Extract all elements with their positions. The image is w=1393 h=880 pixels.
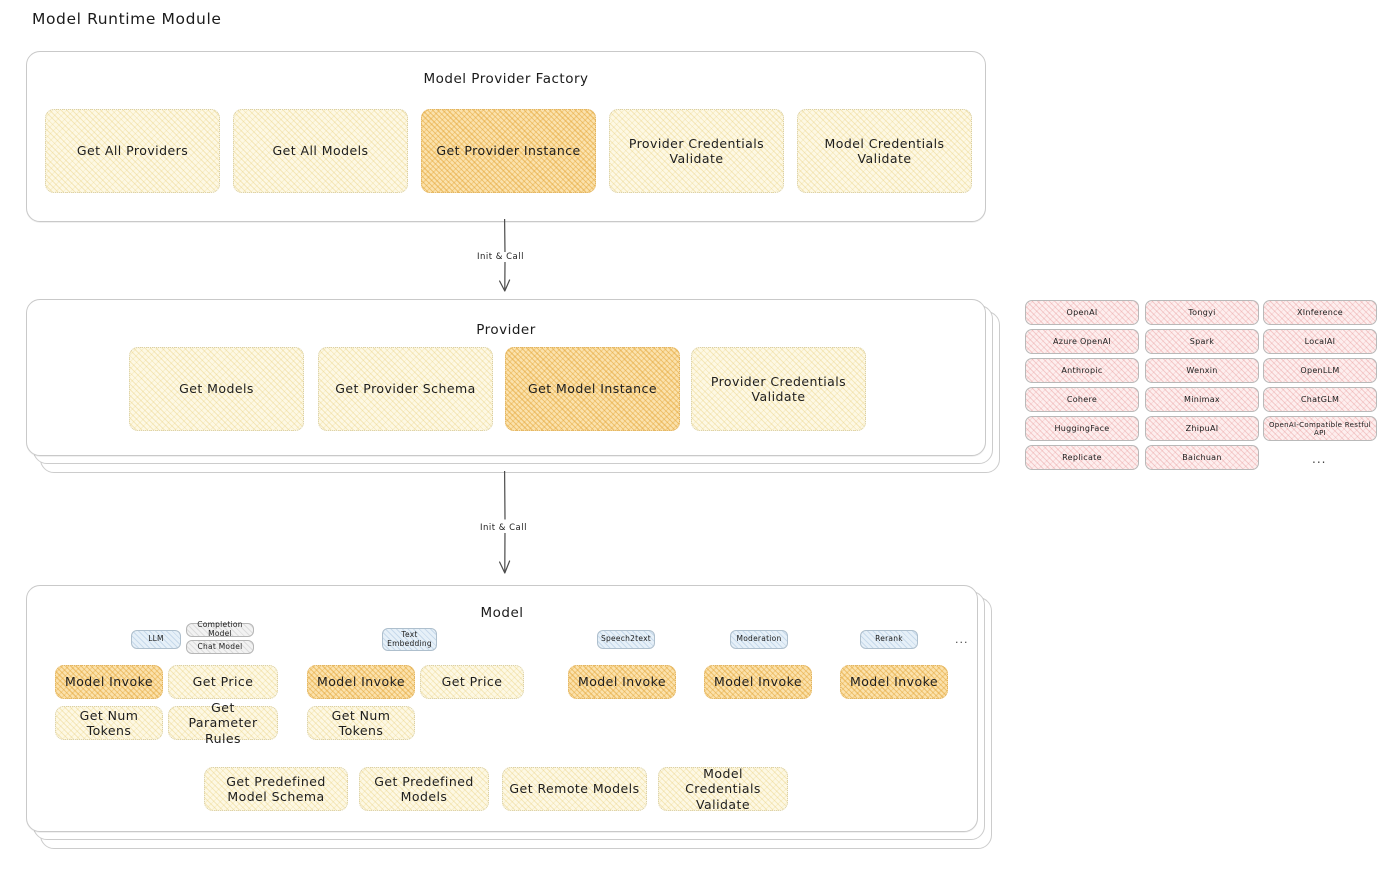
model-method-llm-model-invoke[interactable]: Model Invoke <box>55 665 163 699</box>
provider-pill-baichuan[interactable]: Baichuan <box>1145 445 1259 470</box>
factory-box-model-credentials-validate[interactable]: Model Credentials Validate <box>797 109 972 193</box>
model-type-tag-llm[interactable]: LLM <box>131 630 181 649</box>
provider-pill-replicate[interactable]: Replicate <box>1025 445 1139 470</box>
factory-box-get-provider-instance[interactable]: Get Provider Instance <box>421 109 596 193</box>
model-method-moderation-model-invoke[interactable]: Model Invoke <box>704 665 812 699</box>
model-subtag-chat-model[interactable]: Chat Model <box>186 640 254 654</box>
provider-box-get-model-instance[interactable]: Get Model Instance <box>505 347 680 431</box>
model-method-embedding-get-num-tokens[interactable]: Get Num Tokens <box>307 706 415 740</box>
arrow-factory-to-provider <box>499 219 511 292</box>
provider-box-get-models[interactable]: Get Models <box>129 347 304 431</box>
model-method-rerank-model-invoke[interactable]: Model Invoke <box>840 665 948 699</box>
factory-box-provider-credentials-validate[interactable]: Provider Credentials Validate <box>609 109 784 193</box>
arrow-label-init-and-call-1: Init & Call <box>474 252 527 262</box>
panel-provider: Provider Get Models Get Provider Schema … <box>26 299 986 456</box>
provider-pill-minimax[interactable]: Minimax <box>1145 387 1259 412</box>
provider-pill-openai[interactable]: OpenAI <box>1025 300 1139 325</box>
model-common-get-remote-models[interactable]: Get Remote Models <box>502 767 647 811</box>
provider-pill-openllm[interactable]: OpenLLM <box>1263 358 1377 383</box>
provider-pill-cohere[interactable]: Cohere <box>1025 387 1139 412</box>
provider-pill-wenxin[interactable]: Wenxin <box>1145 358 1259 383</box>
provider-pill-spark[interactable]: Spark <box>1145 329 1259 354</box>
model-common-get-predefined-model-schema[interactable]: Get Predefined Model Schema <box>204 767 348 811</box>
provider-pill-chatglm[interactable]: ChatGLM <box>1263 387 1377 412</box>
provider-pill-azure-openai[interactable]: Azure OpenAI <box>1025 329 1139 354</box>
model-type-tag-rerank[interactable]: Rerank <box>860 630 918 649</box>
model-method-embedding-model-invoke[interactable]: Model Invoke <box>307 665 415 699</box>
provider-pill-anthropic[interactable]: Anthropic <box>1025 358 1139 383</box>
provider-pill-localai[interactable]: LocalAI <box>1263 329 1377 354</box>
factory-box-get-all-models[interactable]: Get All Models <box>233 109 408 193</box>
provider-pill-huggingface[interactable]: HuggingFace <box>1025 416 1139 441</box>
model-method-embedding-get-price[interactable]: Get Price <box>420 665 524 699</box>
arrow-label-init-and-call-2: Init & Call <box>477 523 530 533</box>
arrow-provider-to-model <box>499 471 511 574</box>
factory-box-get-all-providers[interactable]: Get All Providers <box>45 109 220 193</box>
provider-box-provider-credentials-validate[interactable]: Provider Credentials Validate <box>691 347 866 431</box>
model-method-llm-get-price[interactable]: Get Price <box>168 665 278 699</box>
provider-pill-xinference[interactable]: XInference <box>1263 300 1377 325</box>
model-common-get-predefined-models[interactable]: Get Predefined Models <box>359 767 489 811</box>
page-title: Model Runtime Module <box>32 10 222 28</box>
provider-box-get-provider-schema[interactable]: Get Provider Schema <box>318 347 493 431</box>
model-types-more-ellipsis: ... <box>955 633 969 646</box>
provider-title: Provider <box>476 322 536 338</box>
model-common-model-credentials-validate[interactable]: Model Credentials Validate <box>658 766 788 812</box>
model-type-tag-speech2text[interactable]: Speech2text <box>597 630 655 649</box>
provider-pill-zhipuai[interactable]: ZhipuAI <box>1145 416 1259 441</box>
model-method-llm-get-num-tokens[interactable]: Get Num Tokens <box>55 706 163 740</box>
panel-model: Model LLM Completion Model Chat Model Mo… <box>26 585 978 832</box>
factory-title: Model Provider Factory <box>423 71 589 87</box>
model-subtag-completion-model[interactable]: Completion Model <box>186 621 254 638</box>
model-type-tag-text-embedding[interactable]: Text Embedding <box>382 628 437 651</box>
provider-pill-tongyi[interactable]: Tongyi <box>1145 300 1259 325</box>
provider-pill-openai-compatible-restful-api[interactable]: OpenAI-Compatible Restful API <box>1263 416 1377 441</box>
provider-list-more-ellipsis: ... <box>1312 452 1327 466</box>
panel-model-provider-factory: Model Provider Factory Get All Providers… <box>26 51 986 222</box>
model-title: Model <box>480 605 524 621</box>
model-method-llm-get-parameter-rules[interactable]: Get Parameter Rules <box>168 700 278 746</box>
model-method-speech2text-model-invoke[interactable]: Model Invoke <box>568 665 676 699</box>
model-type-tag-moderation[interactable]: Moderation <box>730 630 788 649</box>
